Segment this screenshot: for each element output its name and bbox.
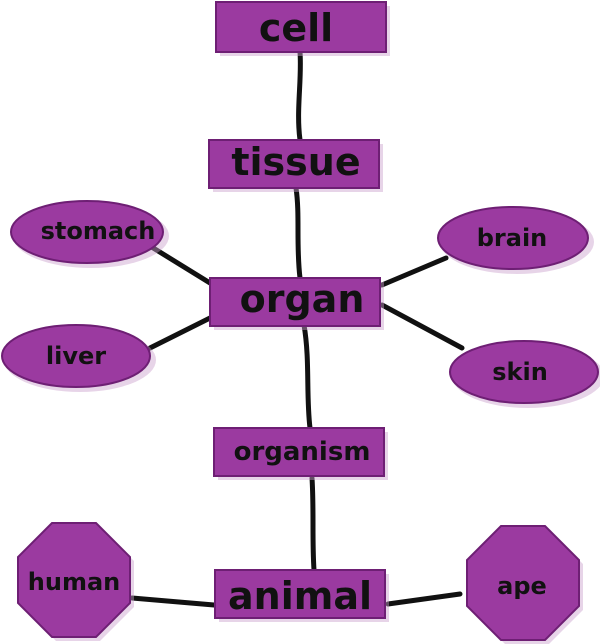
node-ape-label: ape (497, 572, 547, 600)
node-stomach-label: stomach (41, 217, 156, 245)
connector-skin-organ (379, 302, 465, 351)
connector-organism-animal (309, 475, 317, 573)
node-human-label: human (28, 568, 120, 596)
node-liver-label: liver (46, 342, 106, 370)
connector-cell-tissue (296, 49, 303, 143)
node-stomach: stomach (10, 200, 169, 268)
node-organism-label: organism (234, 437, 371, 467)
connector-tissue-organ (293, 185, 303, 281)
node-human: human (17, 522, 134, 641)
node-tissue-label: tissue (231, 140, 360, 184)
connector-ape-animal (385, 591, 463, 607)
node-organism: organism (213, 427, 388, 480)
connector-organ-organism (301, 322, 313, 431)
node-organ-label: organ (240, 277, 365, 321)
connector-human-animal (129, 595, 217, 608)
connector-brain-organ (379, 255, 449, 288)
node-animal-label: animal (228, 574, 372, 618)
connector-stomach-organ (147, 243, 213, 286)
node-brain: brain (437, 206, 594, 274)
node-cell-label: cell (259, 6, 333, 50)
node-organ: organ (209, 277, 384, 330)
node-animal: animal (214, 569, 389, 622)
node-cell: cell (215, 1, 390, 56)
node-liver: liver (1, 324, 156, 392)
node-ape: ape (466, 525, 583, 644)
node-skin: skin (449, 340, 600, 408)
connectors (129, 49, 465, 608)
connector-liver-organ (147, 315, 213, 351)
node-brain-label: brain (477, 224, 548, 252)
node-tissue: tissue (208, 139, 383, 192)
node-skin-label: skin (492, 358, 548, 386)
